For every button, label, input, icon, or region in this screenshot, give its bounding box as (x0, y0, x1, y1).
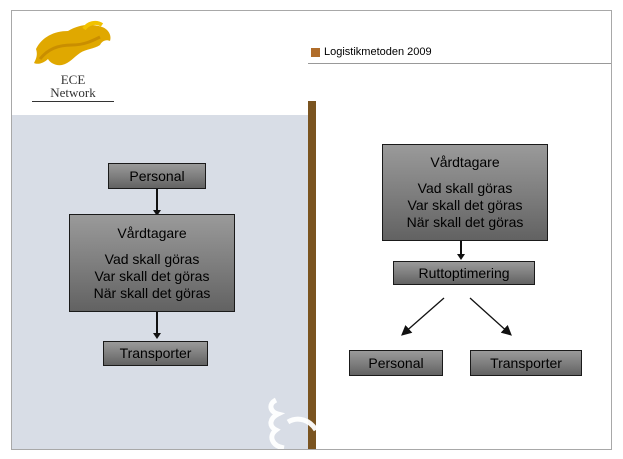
left-vardtagare-box: Vårdtagare Vad skall göras Var skall det… (69, 214, 235, 312)
right-personal-label: Personal (368, 354, 424, 371)
header-bullet-icon (311, 47, 320, 57)
left-personal-box: Personal (108, 163, 206, 189)
right-transporter-box: Transporter (470, 350, 582, 376)
left-arrow-2 (153, 312, 161, 339)
ece-network-logo: ECE Network (28, 19, 118, 103)
logo-underline (32, 101, 114, 102)
header: Logistikmetoden 2009 (311, 44, 432, 60)
left-vardtagare-line-1: Vad skall göras (104, 250, 200, 267)
left-transporter-label: Transporter (119, 345, 192, 361)
right-ruttoptimering-box: Ruttoptimering (393, 261, 535, 285)
logo-text-network: Network (50, 85, 96, 100)
slide: ECE Network Logistikmetoden 2009 Persona… (11, 10, 612, 450)
branch-arrow-right (469, 297, 512, 336)
left-vardtagare-title: Vårdtagare (117, 224, 187, 241)
left-arrow-1 (153, 189, 161, 216)
left-personal-label: Personal (129, 167, 185, 184)
logo-text-ece: ECE (60, 72, 86, 87)
lion-watermark-icon (268, 397, 318, 449)
page-title: Logistikmetoden 2009 (324, 46, 432, 58)
right-personal-box: Personal (349, 350, 443, 376)
right-vardtagare-line-1: Vad skall göras (417, 180, 513, 196)
right-transporter-label: Transporter (490, 354, 562, 371)
right-branch-arrows (401, 297, 512, 336)
right-vardtagare-line-2: Var skall det göras (407, 197, 523, 213)
right-vardtagare-title: Vårdtagare (430, 154, 500, 170)
right-vardtagare-box: Vårdtagare Vad skall göras Var skall det… (382, 144, 548, 241)
right-arrow-1 (457, 241, 465, 260)
right-vardtagare-line-3: När skall det göras (406, 214, 524, 230)
left-transporter-box: Transporter (103, 341, 208, 366)
lion-logo-icon (34, 20, 111, 66)
left-vardtagare-line-2: Var skall det göras (94, 267, 210, 284)
left-vardtagare-line-3: När skall det göras (93, 284, 211, 301)
header-divider (308, 63, 611, 64)
right-ruttoptimering-label: Ruttoptimering (418, 264, 510, 281)
branch-arrow-left (401, 297, 445, 336)
vertical-divider-bar (308, 101, 316, 449)
